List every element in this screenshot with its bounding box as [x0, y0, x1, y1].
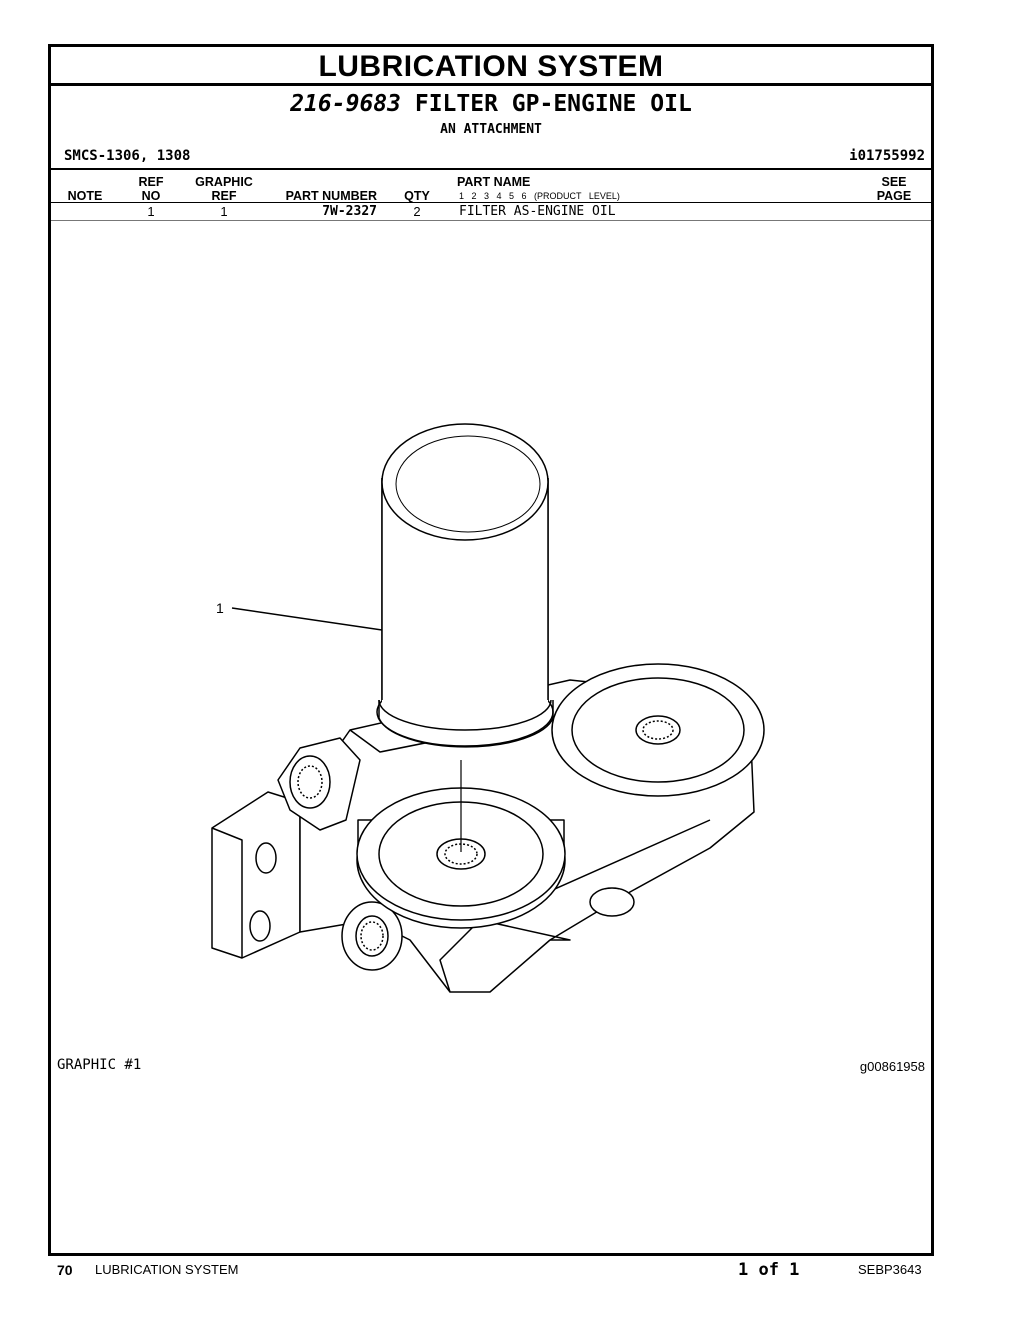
footer-doc-number: SEBP3643 [858, 1262, 922, 1277]
row-part-name: FILTER AS-ENGINE OIL [459, 204, 616, 219]
table-top-rule [51, 168, 931, 170]
group-title: 216-9683 FILTER GP-ENGINE OIL [51, 91, 931, 117]
header-note: NOTE [67, 189, 103, 203]
row-part-number: 7W-2327 [322, 204, 377, 219]
row-graphic-ref: 1 [220, 204, 228, 219]
header-see-bottom: PAGE [876, 189, 912, 203]
header-qty: QTY [404, 189, 430, 203]
row-rule [51, 220, 931, 221]
base-boss [589, 887, 635, 917]
filter-group-illustration: 1 [211, 423, 765, 993]
bracket-hole-upper [255, 842, 277, 874]
row-qty: 2 [413, 204, 421, 219]
footer-page-number: 70 [57, 1262, 73, 1278]
smcs-code: SMCS-1306, 1308 [64, 148, 191, 164]
callout-leader [231, 607, 383, 631]
page-frame: LUBRICATION SYSTEM 216-9683 FILTER GP-EN… [48, 44, 934, 1256]
graphic-label: GRAPHIC #1 [57, 1057, 142, 1073]
header-product-levels: 1 2 3 4 5 6 (PRODUCT LEVEL) [459, 191, 620, 201]
callout-number: 1 [216, 600, 224, 616]
graphic-id: g00861958 [859, 1059, 925, 1074]
header-ref-bottom: NO [141, 189, 161, 203]
header-graphic-top: GRAPHIC [195, 175, 253, 189]
footer-section: LUBRICATION SYSTEM [95, 1262, 239, 1277]
group-name: FILTER GP-ENGINE OIL [414, 91, 692, 117]
document-id: i01755992 [849, 148, 925, 164]
attachment-label: AN ATTACHMENT [440, 122, 542, 137]
header-see-top: SEE [881, 175, 907, 189]
header-part-number: PART NUMBER [285, 189, 377, 203]
footer-page-of: 1 of 1 [738, 1260, 800, 1280]
bracket-hole-lower [249, 910, 271, 942]
header-ref-top: REF [138, 175, 164, 189]
group-part-number: 216-9683 [290, 91, 401, 117]
header-graphic-bottom: REF [211, 189, 237, 203]
header-part-name: PART NAME [457, 175, 531, 189]
row-ref-no: 1 [147, 204, 155, 219]
mount-boss-thread [289, 755, 331, 809]
section-title: LUBRICATION SYSTEM [51, 47, 931, 86]
filter-element-top [381, 423, 549, 541]
header-rule [51, 202, 931, 203]
